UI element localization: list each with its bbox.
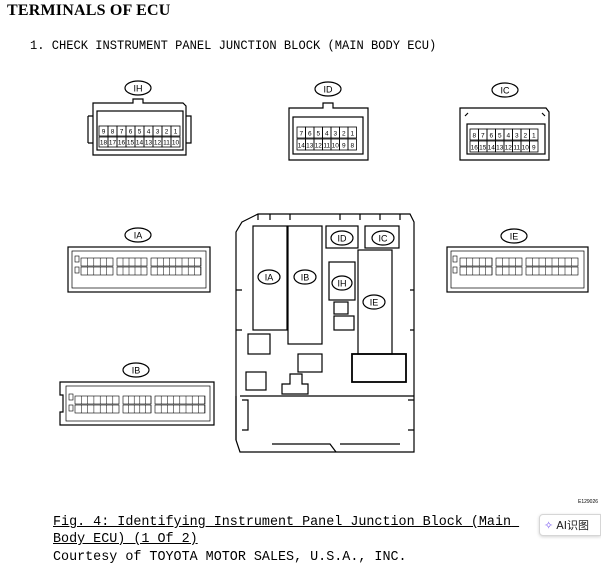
pin-number: 11: [513, 145, 520, 152]
connector-id-label: ID: [324, 85, 334, 95]
pin-number: 16: [471, 145, 479, 152]
connector-ib: IB: [59, 362, 215, 426]
pin-number: 5: [316, 131, 320, 138]
block-label-ic: IC: [379, 234, 389, 244]
page-heading: TERMINALS OF ECU: [7, 2, 171, 19]
pin-number: 8: [472, 133, 476, 140]
ai-button-label: AI识图: [556, 519, 589, 532]
pin-cell: [529, 140, 539, 153]
pin-number: 12: [154, 140, 162, 147]
pin-number: 12: [505, 145, 513, 152]
pin-cell: [347, 126, 357, 139]
pin-number: 9: [342, 143, 346, 150]
connector-ie-label: IE: [510, 232, 519, 242]
connector-ib-label: IB: [132, 366, 141, 376]
courtesy-line: Courtesy of TOYOTA MOTOR SALES, U.S.A., …: [53, 550, 407, 565]
pin-number: 2: [165, 129, 169, 136]
pin-number: 8: [111, 129, 115, 136]
pin-number: 6: [489, 133, 493, 140]
pin-cell: [170, 125, 181, 137]
pin-number: 13: [496, 145, 504, 152]
figure-caption: Fig. 4: Identifying Instrument Panel Jun…: [53, 515, 520, 547]
connector-ia-label: IA: [134, 231, 143, 241]
figure-id: E129026: [578, 499, 598, 505]
pin-number: 17: [109, 140, 117, 147]
pin-number: 1: [350, 131, 354, 138]
pin-number: 14: [298, 143, 306, 150]
pin-number: 1: [174, 129, 178, 136]
pin-number: 5: [138, 129, 142, 136]
pin-number: 9: [532, 145, 536, 152]
block-label-id: ID: [338, 234, 348, 244]
pin-number: 1: [532, 133, 536, 140]
pin-number: 6: [129, 129, 133, 136]
pin-number: 13: [145, 140, 153, 147]
block-label-ia: IA: [265, 273, 274, 283]
pin-number: 4: [147, 129, 151, 136]
sparkle-icon: ✧: [544, 518, 554, 532]
pin-number: 5: [498, 133, 502, 140]
pin-number: 3: [333, 131, 337, 138]
pin-number: 15: [479, 145, 487, 152]
pin-cell: [529, 128, 539, 141]
pin-number: 3: [156, 129, 160, 136]
pin-number: 10: [522, 145, 530, 152]
pin-number: 11: [163, 140, 170, 147]
pin-number: 7: [481, 133, 485, 140]
pin-number: 2: [342, 131, 346, 138]
pin-cell: [170, 136, 181, 148]
block-label-ib: IB: [301, 273, 310, 283]
step-title: 1. CHECK INSTRUMENT PANEL JUNCTION BLOCK…: [30, 38, 437, 53]
connector-ih-label: IH: [134, 84, 143, 94]
connector-ia: IA: [67, 227, 211, 293]
pin-number: 11: [323, 143, 330, 150]
pin-number: 4: [325, 131, 329, 138]
pin-number: 12: [315, 143, 323, 150]
pin-number: 7: [299, 131, 303, 138]
pin-number: 10: [172, 140, 180, 147]
pin-number: 13: [306, 143, 314, 150]
pin-number: 4: [506, 133, 510, 140]
pin-number: 14: [136, 140, 144, 147]
block-label-ie: IE: [370, 298, 379, 308]
junction-block-body: IA IB ID IC IH IE: [235, 213, 415, 453]
pin-number: 10: [332, 143, 340, 150]
connector-ic-label: IC: [501, 86, 511, 96]
pin-number: 7: [120, 129, 124, 136]
pin-number: 3: [515, 133, 519, 140]
pin-number: 16: [118, 140, 126, 147]
pin-number: 9: [102, 129, 106, 136]
pin-number: 8: [350, 143, 354, 150]
pin-number: 18: [100, 140, 108, 147]
connector-ie: IE: [446, 228, 589, 293]
pin-number: 6: [308, 131, 312, 138]
pin-cell: [347, 138, 357, 151]
block-label-ih: IH: [338, 279, 347, 289]
pin-number: 2: [523, 133, 527, 140]
pin-number: 15: [127, 140, 135, 147]
ai-image-recognition-button[interactable]: ✧ AI识图: [539, 514, 601, 536]
pin-number: 14: [488, 145, 496, 152]
